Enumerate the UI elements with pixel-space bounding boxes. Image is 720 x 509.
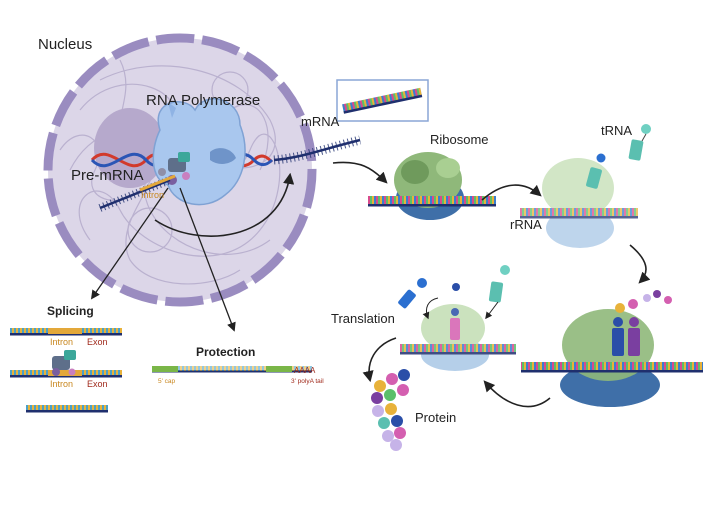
pre-mrna-label: Pre-mRNA xyxy=(71,167,144,184)
arrow-to-translation xyxy=(483,380,551,408)
small-arrow xyxy=(422,297,439,320)
ribosome-1 xyxy=(368,152,496,220)
mrna-label: mRNA xyxy=(301,114,340,129)
arriving-trna xyxy=(485,265,510,320)
polya-label: AAAA xyxy=(294,366,316,375)
mrna-strand-exit xyxy=(273,135,362,165)
trna-label: tRNA xyxy=(601,123,633,138)
nucleus-label: Nucleus xyxy=(38,36,93,53)
protein-cluster xyxy=(371,369,410,451)
protein-label: Protein xyxy=(415,410,457,425)
rrna-label: rRNA xyxy=(510,217,542,232)
ribosome-3 xyxy=(521,290,703,407)
nucleolus xyxy=(94,108,166,188)
trna-in-ribosome-2 xyxy=(586,153,606,189)
intron-label: Intron xyxy=(50,337,74,347)
exon-label-2: Exon xyxy=(87,379,108,389)
intron-main-label: Intron xyxy=(141,190,165,200)
arrow-to-protein xyxy=(362,337,397,383)
ribosome-label: Ribosome xyxy=(430,132,489,147)
arrow-ribosome-2 xyxy=(481,184,542,201)
intron-label-2: Intron xyxy=(50,379,74,389)
arrow-to-protection xyxy=(179,187,236,332)
mrna-inset xyxy=(336,79,429,122)
arrow-ribosome-3 xyxy=(629,244,651,284)
translation-label: Translation xyxy=(331,311,395,326)
splicing-label: Splicing xyxy=(47,304,94,318)
protection-label: Protection xyxy=(196,345,256,359)
departing-trna xyxy=(398,278,427,309)
free-trna xyxy=(628,124,651,161)
five-cap-label: 5' cap xyxy=(158,378,176,385)
arrow-to-splicing xyxy=(90,187,169,300)
exon-label: Exon xyxy=(87,337,108,347)
ribosome-2 xyxy=(520,158,638,248)
polya-tail-label: 3' polyA tail xyxy=(291,378,324,385)
splicing-panel xyxy=(10,328,122,413)
amino-acid xyxy=(452,283,460,291)
pre-mrna-strand xyxy=(98,174,176,212)
protection-panel xyxy=(152,366,312,373)
arrow-to-ribosome xyxy=(332,161,388,184)
export-arrow xyxy=(154,172,295,237)
ribosome-translation xyxy=(400,304,516,371)
rna-polymerase-label: RNA Polymerase xyxy=(146,92,261,109)
